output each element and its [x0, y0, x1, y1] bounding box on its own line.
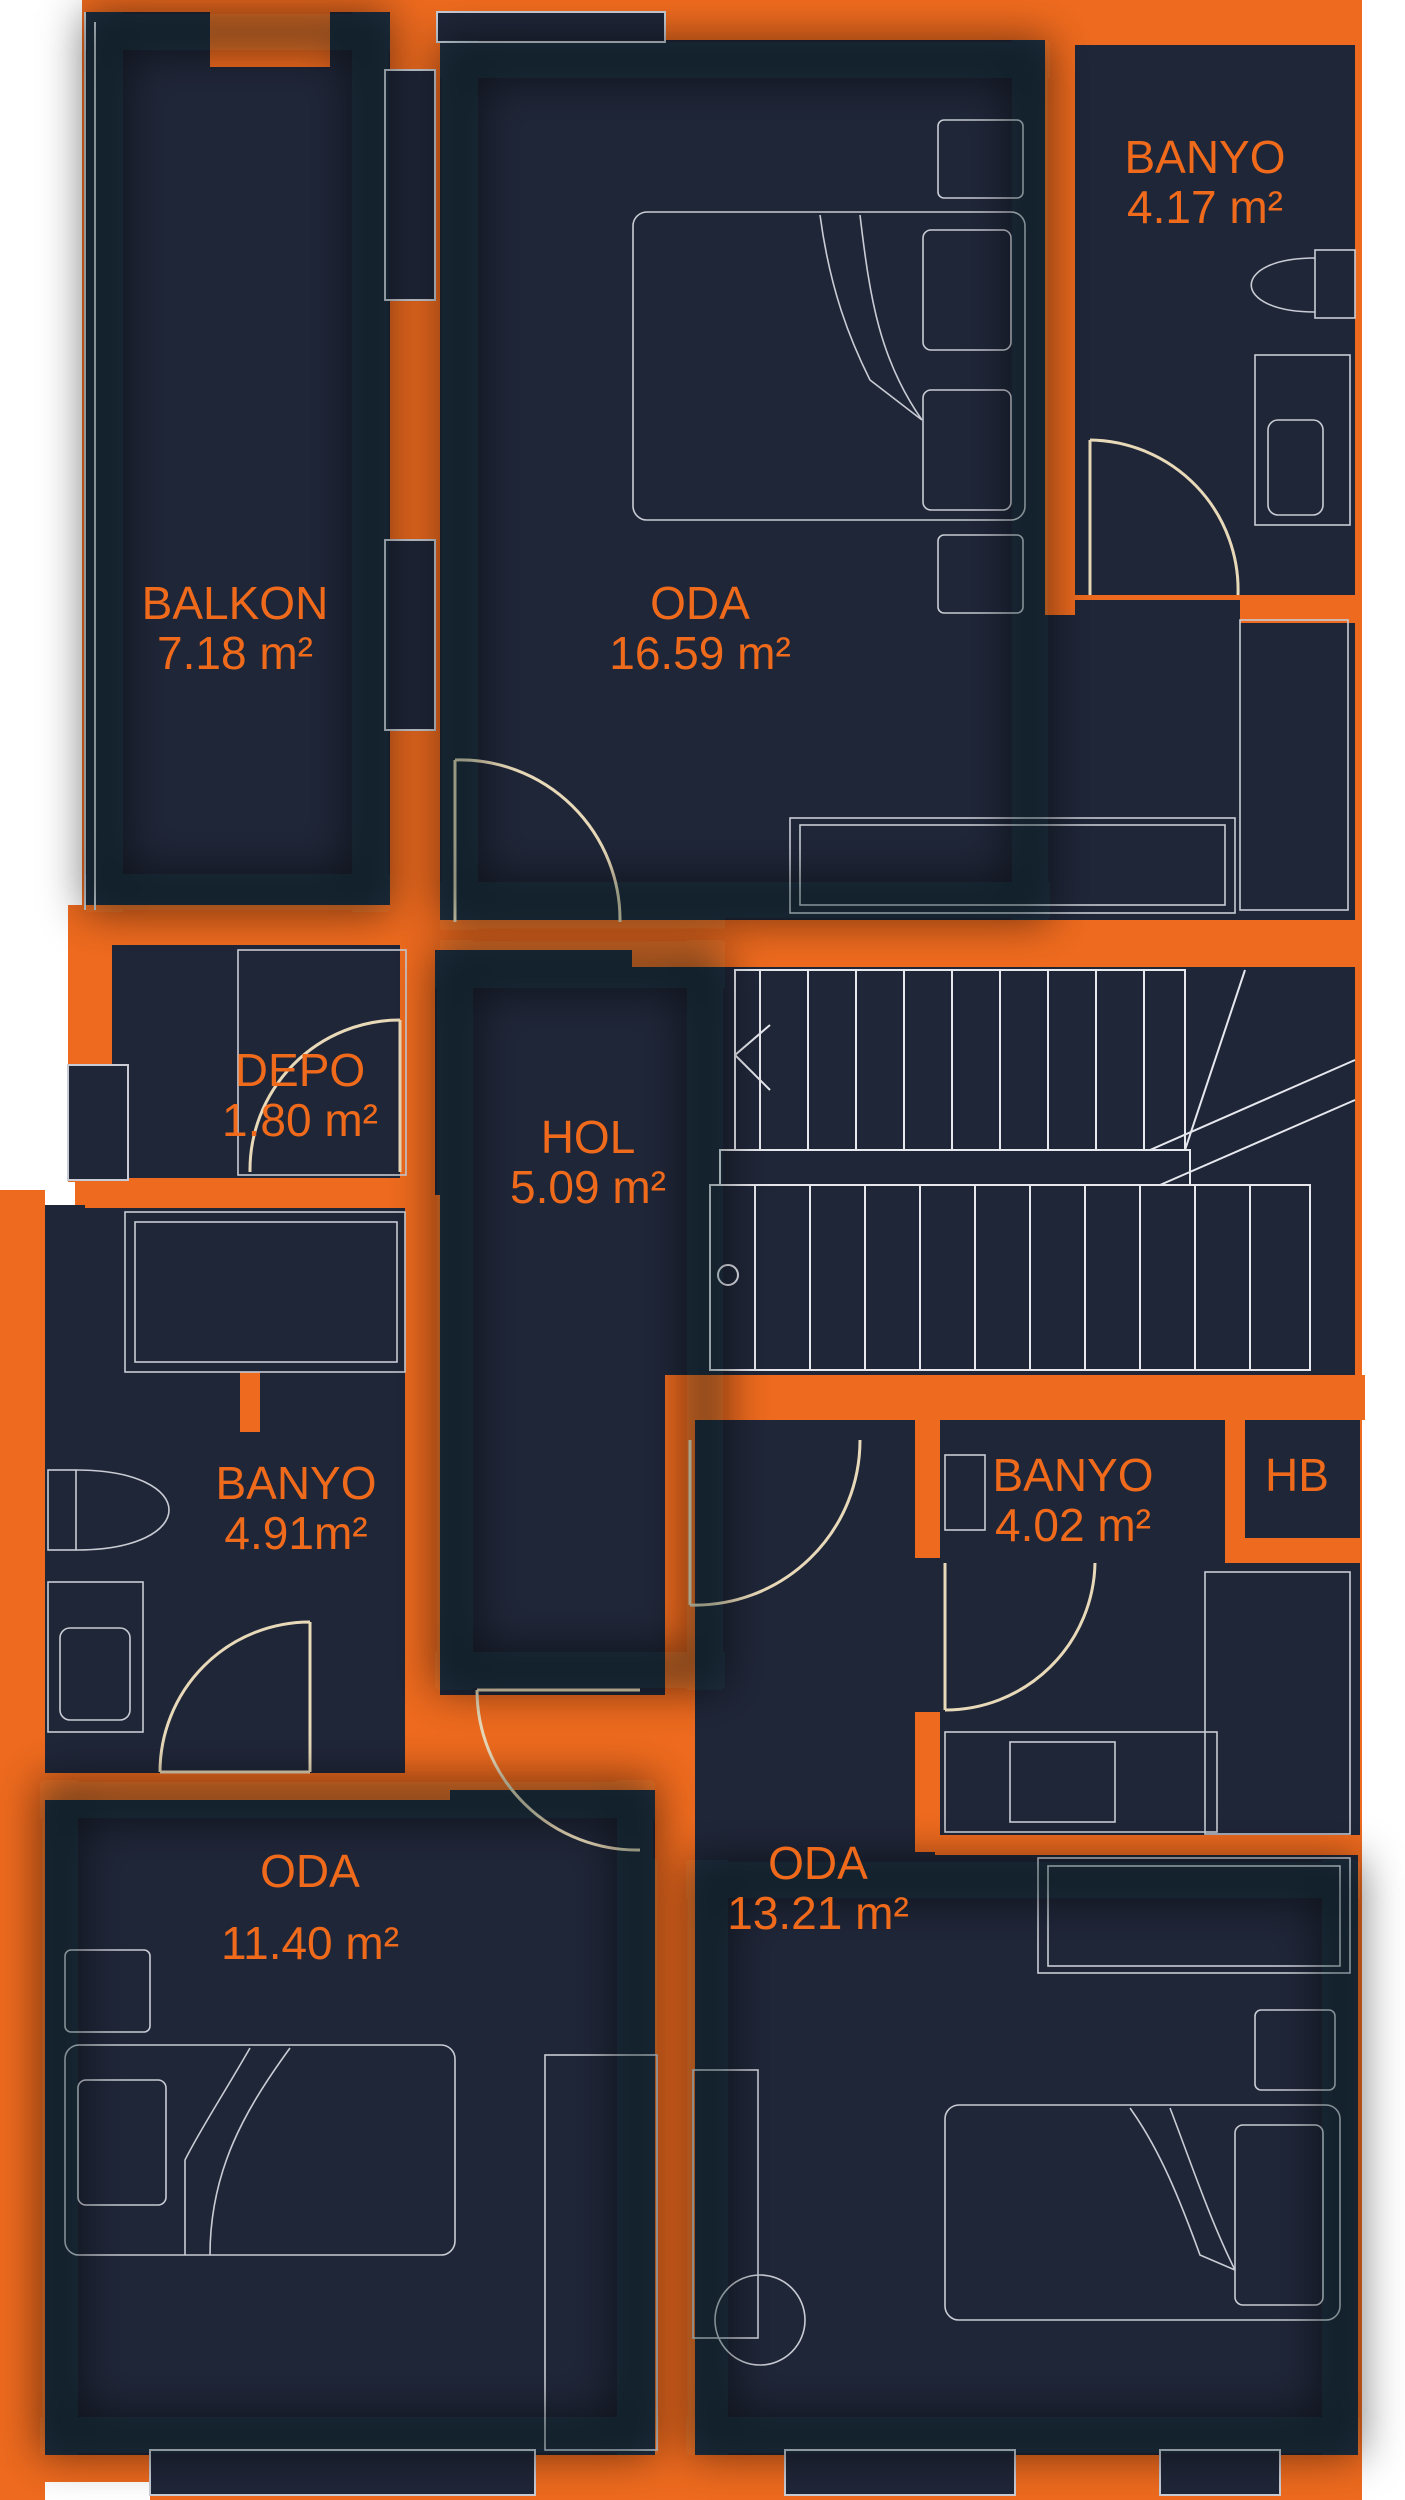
room-name-oda-left: ODA: [260, 1845, 360, 1897]
room-name-hb: HB: [1265, 1449, 1329, 1501]
room-name-banyo-right: BANYO: [992, 1449, 1154, 1501]
inner-shadow: [40, 12, 1360, 2455]
room-name-hol: HOL: [540, 1111, 636, 1163]
room-label-banyo-right: BANYO 4.02 m²: [992, 1450, 1153, 1550]
room-area-banyo-right: 4.02 m²: [995, 1499, 1151, 1551]
room-label-hb: HB: [1265, 1450, 1329, 1500]
storage-depo: [237, 949, 407, 1176]
staircase: [709, 969, 1356, 1371]
room-name-depo: DEPO: [234, 1044, 366, 1096]
room-label-balkon: BALKON 7.18 m²: [142, 578, 329, 678]
room-area-oda-top: 16.59 m²: [609, 627, 791, 679]
room-name-oda-top: ODA: [650, 577, 750, 629]
floor-oda-left: [40, 1790, 655, 2455]
room-label-hol: HOL 5.09 m²: [510, 1112, 666, 1212]
counter-right: [944, 1731, 1218, 1833]
floor-depo: [112, 940, 404, 1178]
floor-oda-top-ext: [1050, 600, 1355, 920]
room-area-oda-right: 13.21 m²: [727, 1887, 909, 1939]
floor-balkon: [85, 12, 390, 910]
room-area-balkon: 7.18 m²: [157, 627, 313, 679]
floor-oda-right-upper: [690, 1395, 930, 1860]
sink-left: [47, 1581, 144, 1733]
toilet-left: [47, 1469, 77, 1551]
room-floors: [40, 12, 1360, 2455]
room-name-oda-right: ODA: [768, 1837, 868, 1889]
room-name-banyo-top: BANYO: [1124, 131, 1286, 183]
room-name-banyo-left: BANYO: [215, 1457, 377, 1509]
sink-right: [1009, 1741, 1116, 1823]
room-label-banyo-top: BANYO 4.17 m²: [1124, 132, 1285, 232]
shelf-left: [124, 1211, 406, 1373]
floor-oda-top: [440, 40, 1050, 920]
toilet-right: [944, 1454, 986, 1531]
floor-banyo-left: [40, 1205, 412, 1773]
room-label-depo: DEPO 1.80 m²: [222, 1045, 378, 1145]
room-area-oda-left: 11.40 m²: [220, 1917, 400, 1969]
room-area-depo: 1.80 m²: [222, 1094, 378, 1146]
room-area-hol: 5.09 m²: [510, 1161, 666, 1213]
toilet-top: [1314, 249, 1356, 319]
room-label-banyo-left: BANYO 4.91m²: [215, 1458, 376, 1558]
wardrobe-top: [1239, 619, 1349, 911]
room-name-balkon: BALKON: [141, 577, 329, 629]
room-area-banyo-left: 4.91m²: [224, 1507, 368, 1559]
room-label-oda-top: ODA 16.59 m²: [609, 578, 791, 678]
room-area-banyo-top: 4.17 m²: [1127, 181, 1283, 233]
room-label-oda-right: ODA 13.21 m²: [727, 1838, 909, 1938]
shower-right: [1204, 1571, 1351, 1835]
floor-banyo-top: [1075, 45, 1355, 595]
room-label-oda-left: ODA 11.40 m²: [221, 1835, 399, 1979]
floor-stairs: [727, 960, 1355, 1375]
sink-top: [1254, 354, 1351, 526]
